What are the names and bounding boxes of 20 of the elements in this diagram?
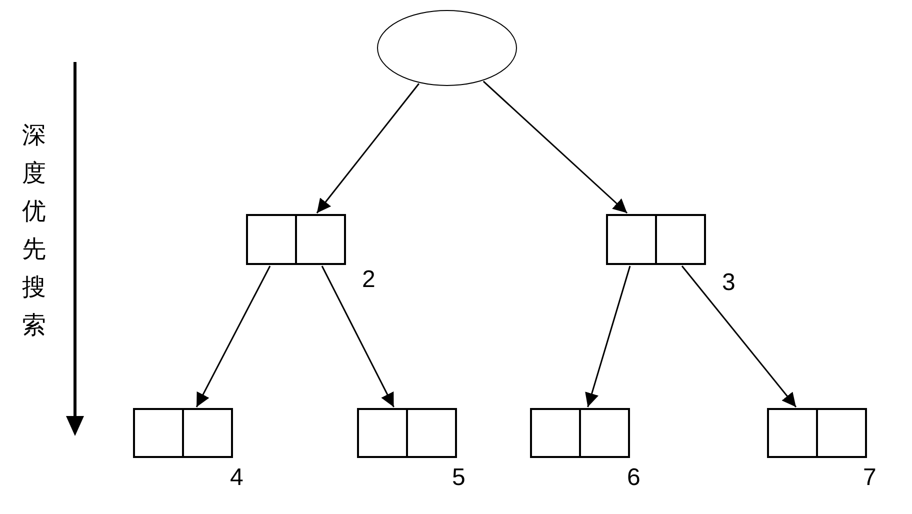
two-cell-box [133,408,233,458]
two-cell-box [767,408,867,458]
node-number: 7 [863,466,876,490]
two-cell-box [357,408,457,458]
arrow [585,266,631,408]
two-cell-box [246,214,346,265]
two-cell-box [530,408,630,458]
node-number: 2 [362,268,376,292]
axis-label: 深度优先搜索 [22,120,47,341]
node-number: 5 [452,466,466,490]
arrow [196,266,271,408]
root-ellipse [377,10,517,86]
two-cell-box [606,214,706,265]
arrow [316,83,420,214]
node-number: 4 [230,466,244,490]
arrow [482,80,628,214]
node-number: 6 [627,466,640,490]
node-number: 3 [722,271,736,295]
arrow [681,266,797,408]
arrow [321,266,394,408]
